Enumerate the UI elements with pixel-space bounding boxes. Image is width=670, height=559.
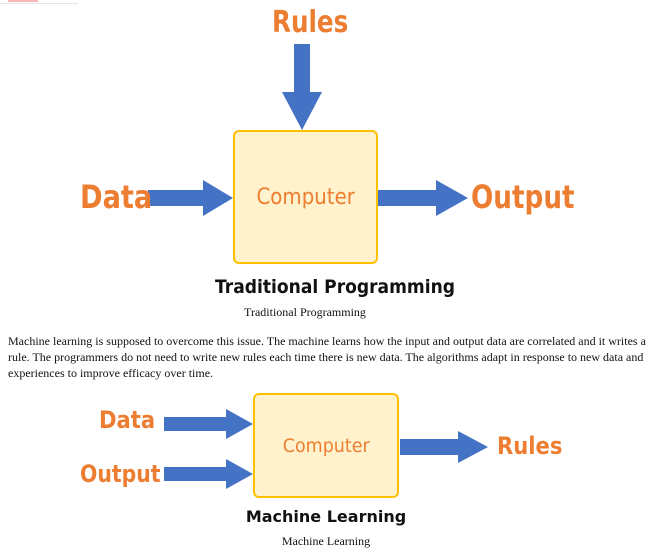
arrow-rules-to-computer	[282, 44, 322, 130]
tp-data-label: Data	[80, 178, 153, 216]
arrow-ml-data-to-computer	[164, 409, 253, 439]
tp-diagram-title: Traditional Programming	[215, 276, 456, 298]
arrow-data-to-computer	[148, 180, 233, 216]
ml-data-label: Data	[99, 406, 156, 434]
tp-caption: Traditional Programming	[244, 305, 366, 319]
ml-rules-label: Rules	[497, 432, 563, 460]
ml-computer-box: Computer	[253, 393, 399, 498]
arrow-computer-to-output	[378, 180, 468, 216]
tp-computer-label: Computer	[256, 184, 355, 210]
tp-rules-label: Rules	[272, 5, 349, 40]
ml-output-label: Output	[80, 460, 161, 488]
arrow-ml-output-to-computer	[164, 459, 253, 489]
tp-computer-box: Computer	[233, 130, 378, 264]
top-edge-accent	[8, 0, 38, 2]
ml-computer-label: Computer	[282, 434, 370, 457]
arrow-ml-computer-to-rules	[400, 431, 488, 463]
tp-output-label: Output	[471, 178, 575, 216]
ml-caption: Machine Learning	[281, 534, 371, 548]
ml-explanation-paragraph: Machine learning is supposed to overcome…	[8, 334, 646, 380]
page-top-edge	[0, 0, 78, 4]
ml-diagram-title: Machine Learning	[245, 507, 407, 526]
